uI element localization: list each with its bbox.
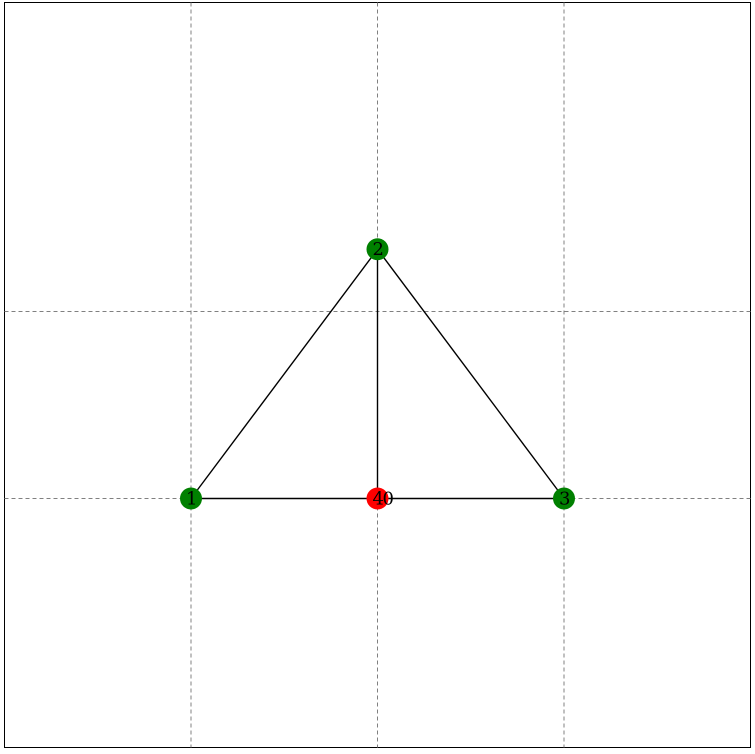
node-2: [366, 238, 389, 261]
edge-1-2: [190, 248, 379, 499]
node-label-4: 4: [373, 489, 384, 510]
node-4: [366, 487, 389, 510]
graph-nodes: [180, 238, 575, 510]
extra-label-0: 0: [383, 489, 394, 510]
node-labels: 1 2 3 40: [186, 239, 570, 509]
node-3: [553, 487, 575, 510]
graph-edges: [190, 248, 565, 500]
node-1: [180, 487, 202, 510]
node-label-3: 3: [559, 489, 570, 510]
node-label-1: 1: [186, 489, 197, 510]
edge-2-3: [376, 248, 565, 499]
node-label-2: 2: [373, 239, 384, 260]
